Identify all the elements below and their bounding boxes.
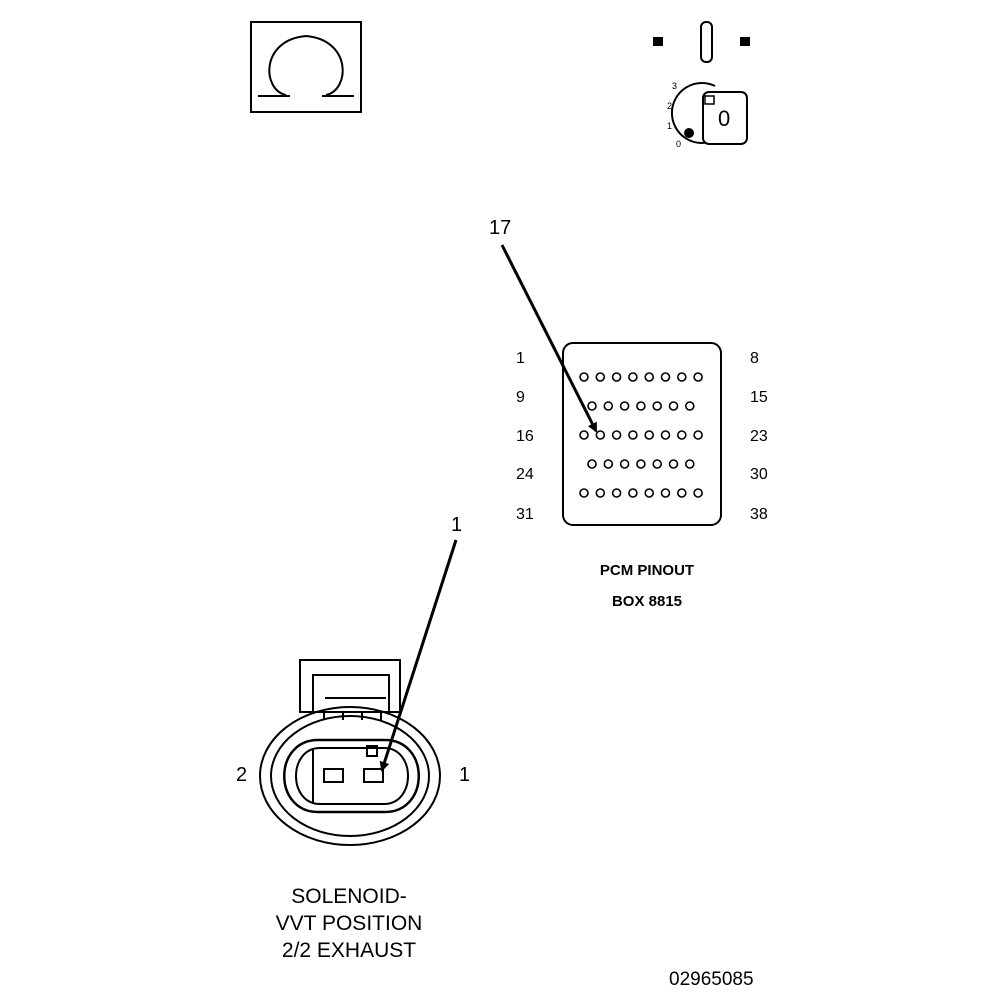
pcm-pin-30 (684, 459, 695, 469)
pcm-pin-label-24: 24 (516, 466, 534, 483)
pcm-pin-8 (693, 372, 703, 382)
pcm-pin-label-8: 8 (750, 350, 759, 367)
solenoid-pin-label-1: 1 (459, 764, 471, 786)
ignition-position-0: 0 (676, 139, 682, 149)
solenoid-caption-line3: 2/2 EXHAUST (281, 939, 417, 962)
ignition-position-2: 2 (667, 101, 673, 111)
pcm-pin-34 (628, 488, 638, 498)
pcm-pin-28 (652, 459, 663, 469)
pcm-pin-16 (579, 430, 589, 440)
pcm-pin-15 (684, 401, 695, 411)
solenoid-caption-line1: SOLENOID- (291, 885, 407, 908)
pcm-pin-2 (595, 372, 606, 382)
pcm-pin-25 (603, 459, 614, 469)
pcm-pin-24 (587, 459, 597, 469)
pcm-pin-38 (693, 488, 703, 498)
ignition-position-3: 3 (672, 81, 678, 91)
solenoid-pin-label-2: 2 (236, 764, 248, 786)
pcm-pin-12 (636, 401, 646, 411)
pcm-pin-4 (628, 372, 638, 382)
pcm-pin-29 (668, 459, 679, 469)
pcm-pin-13 (652, 401, 663, 411)
pcm-pin-label-30: 30 (750, 466, 768, 483)
pcm-pin-11 (619, 401, 630, 411)
ignition-key-icon (671, 82, 748, 145)
pcm-pin-10 (603, 401, 614, 411)
pcm-pin-19 (628, 430, 638, 440)
pcm-pin-20 (644, 430, 655, 440)
callout-arrow-17 (500, 244, 598, 433)
pcm-pin-32 (595, 488, 606, 498)
ohm-symbol-icon (250, 21, 362, 113)
pcm-pin-21 (660, 430, 671, 440)
pcm-pin-36 (660, 488, 671, 498)
solenoid-callout-label: 1 (451, 514, 463, 536)
pcm-pin-18 (611, 430, 622, 440)
pcm-pin-label-23: 23 (750, 428, 768, 445)
pcm-caption-line2: BOX 8815 (611, 593, 683, 610)
pcm-pin-23 (693, 430, 703, 440)
ignition-off-icon (653, 21, 750, 63)
pcm-connector (562, 342, 722, 526)
pcm-pin-6 (660, 372, 671, 382)
pcm-pin-22 (676, 430, 687, 440)
pcm-pin-label-38: 38 (750, 506, 768, 523)
document-number: 02965085 (669, 969, 754, 990)
pcm-pin-label-9: 9 (516, 389, 525, 406)
pcm-pin-label-16: 16 (516, 428, 534, 445)
pcm-pin-5 (644, 372, 655, 382)
callout-arrow-1 (379, 539, 458, 772)
pcm-pin-label-15: 15 (750, 389, 768, 406)
pcm-pin-31 (579, 488, 589, 498)
pcm-pin-33 (611, 488, 622, 498)
pcm-pin-label-1: 1 (516, 350, 525, 367)
pcm-pin-27 (636, 459, 646, 469)
solenoid-caption-line2: VVT POSITION (275, 912, 423, 935)
ignition-position-1: 1 (667, 121, 673, 131)
pcm-pin-label-31: 31 (516, 506, 534, 523)
solenoid-caption: SOLENOID- VVT POSITION 2/2 EXHAUST (219, 883, 479, 964)
pcm-pin-37 (676, 488, 687, 498)
pcm-pin-grid (579, 372, 703, 498)
pcm-callout-label: 17 (489, 217, 512, 239)
pcm-caption-line1: PCM PINOUT (599, 562, 695, 579)
pcm-pin-17 (595, 430, 606, 440)
pcm-pin-3 (611, 372, 622, 382)
pcm-pin-9 (587, 401, 597, 411)
pcm-pin-35 (644, 488, 655, 498)
pcm-pin-14 (668, 401, 679, 411)
solenoid-connector (259, 659, 441, 846)
ignition-key-label: 0 (718, 106, 731, 131)
pcm-pin-1 (579, 372, 589, 382)
pcm-pin-7 (676, 372, 687, 382)
pcm-pin-26 (619, 459, 630, 469)
